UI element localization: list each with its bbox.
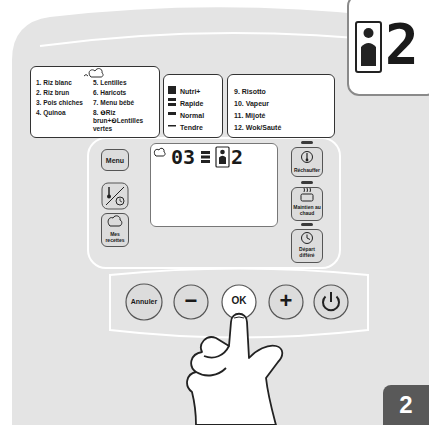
- zoom-person-icon: [356, 22, 381, 72]
- label-text: 2: [383, 391, 429, 419]
- label-text: 03: [171, 146, 201, 168]
- chef-logo: [84, 69, 103, 77]
- step-badge: 2: [383, 385, 429, 425]
- label-text: 2: [231, 146, 247, 168]
- label-text: 7. Menu bébé: [93, 99, 157, 107]
- label-text: Normal: [180, 111, 222, 120]
- menu-button: Menu: [101, 149, 129, 171]
- label-text: +: [269, 289, 303, 313]
- label-text: 1. Riz blanc: [36, 79, 92, 87]
- recipe-hat-icon: [108, 216, 122, 226]
- label-text: 10. Vapeur: [234, 99, 332, 108]
- label-text: Départ différé: [292, 246, 322, 258]
- power-icon: [323, 292, 339, 310]
- plus-button: +: [269, 285, 303, 319]
- texture-marks: [168, 86, 176, 127]
- panel-outline: [88, 138, 340, 268]
- box-fills: [30, 0, 429, 263]
- label-text: 4. Quinoa: [36, 109, 92, 117]
- label-text: −: [174, 289, 208, 313]
- label-text: 8. ❶Riz brun+❷Lentilles vertes: [93, 109, 157, 133]
- keep-warm-icon: [301, 188, 313, 201]
- label-text: 11. Mijoté: [234, 111, 332, 120]
- minus-button: −: [174, 285, 208, 319]
- reheat-icon: [302, 152, 313, 163]
- label-text: 9. Risotto: [234, 87, 332, 96]
- texture-list-box: Nutri+ RapideNormalTendre: [163, 74, 223, 138]
- label-text: Menu: [102, 156, 128, 165]
- label-text: Réchauffer: [292, 167, 322, 173]
- label-text: 6. Haricots: [93, 89, 157, 97]
- display-icons: [154, 147, 229, 167]
- delay-start-icon: [302, 233, 313, 244]
- label-text: Maintien au chaud: [292, 204, 322, 216]
- label-text: 5. Lentilles: [93, 79, 157, 87]
- program-list-box: 9. Risotto 10. Vapeur 11. Mijoté 12. Wok/Sa…: [227, 74, 335, 138]
- cancel-button: Annuler: [126, 284, 162, 320]
- lid-seam: [40, 33, 400, 46]
- program-list-box: 1. Riz blanc 2. Riz brun 3. Pois chiches 4.…: [30, 66, 160, 138]
- ok-button: OK: [222, 285, 256, 319]
- pressing-hand: [187, 314, 282, 425]
- label-text: OK: [222, 295, 256, 307]
- label-text: 2: [385, 16, 425, 72]
- label-text: 3. Pois chiches: [36, 99, 92, 107]
- label-text: Annuler: [126, 298, 162, 306]
- label-text: 12. Wok/Sauté: [234, 123, 332, 132]
- label-text: Nutri+: [180, 87, 222, 96]
- lcd-display: 03 2: [150, 143, 278, 227]
- recipes-button: Mes recettes: [101, 213, 129, 247]
- label-text: Mes recettes: [102, 231, 128, 243]
- label-text: 2. Riz brun: [36, 89, 92, 97]
- temp-timer-button: [102, 183, 128, 209]
- zoom-callout: 2: [347, 0, 429, 96]
- delay-start-button: Départ différé: [291, 229, 323, 263]
- label-text: Tendre: [180, 123, 222, 132]
- keep-warm-button: Maintien au chaud: [291, 187, 323, 221]
- label-text: Rapide: [180, 99, 222, 108]
- reheat-button: Réchauffer: [291, 147, 323, 177]
